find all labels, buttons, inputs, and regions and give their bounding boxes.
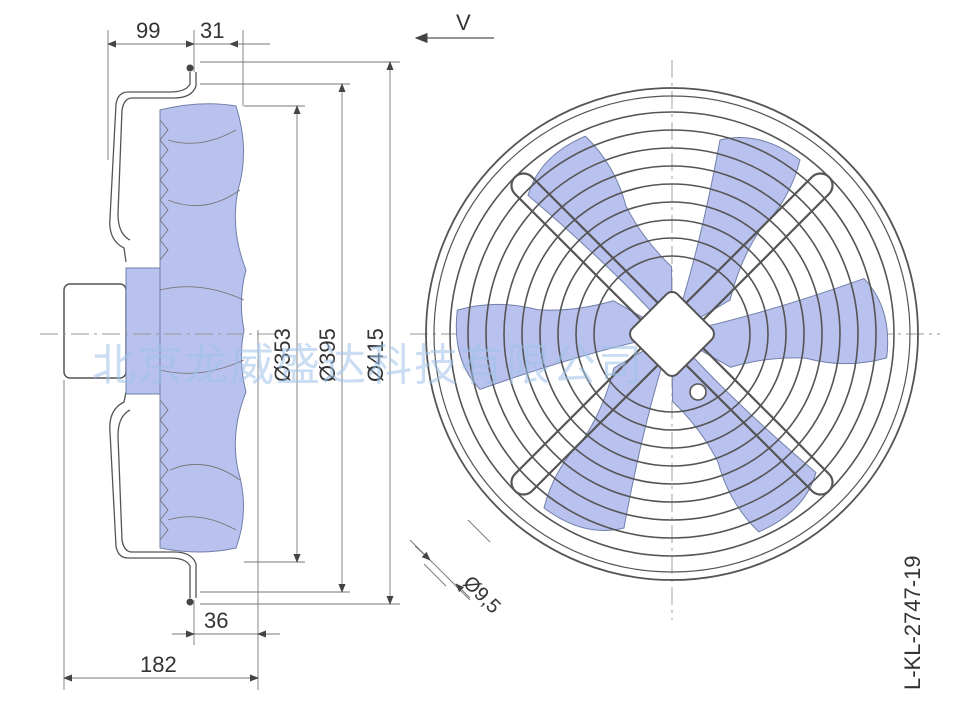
company-watermark: 北京龙威盛达科技有限公司	[92, 340, 644, 391]
side-view: 99 31 36 182 Ø353 Ø395 Ø415	[40, 18, 400, 690]
airflow-indicator: V	[414, 10, 494, 44]
cable-gland	[689, 383, 707, 401]
blade-side-profile	[159, 103, 247, 553]
guard-profile	[109, 72, 191, 598]
mount-hole-top	[186, 64, 194, 72]
dim-182-label: 182	[140, 652, 177, 677]
dim-395-label: Ø395	[315, 328, 340, 382]
dim-36-label: 36	[204, 608, 228, 633]
front-view: Ø9,5	[409, 60, 940, 620]
motor-hub	[629, 291, 715, 377]
drawing-code: L-KL-2747-19	[900, 555, 925, 690]
grille-rings	[449, 111, 895, 557]
outer-ring	[425, 87, 919, 581]
dim-415-label: Ø415	[363, 328, 388, 382]
mount-hole-bottom	[186, 598, 194, 606]
airflow-label: V	[456, 10, 471, 35]
dim-99-label: 99	[136, 18, 160, 43]
dim-353-label: Ø353	[270, 328, 295, 382]
dim-31-label: 31	[200, 18, 224, 43]
